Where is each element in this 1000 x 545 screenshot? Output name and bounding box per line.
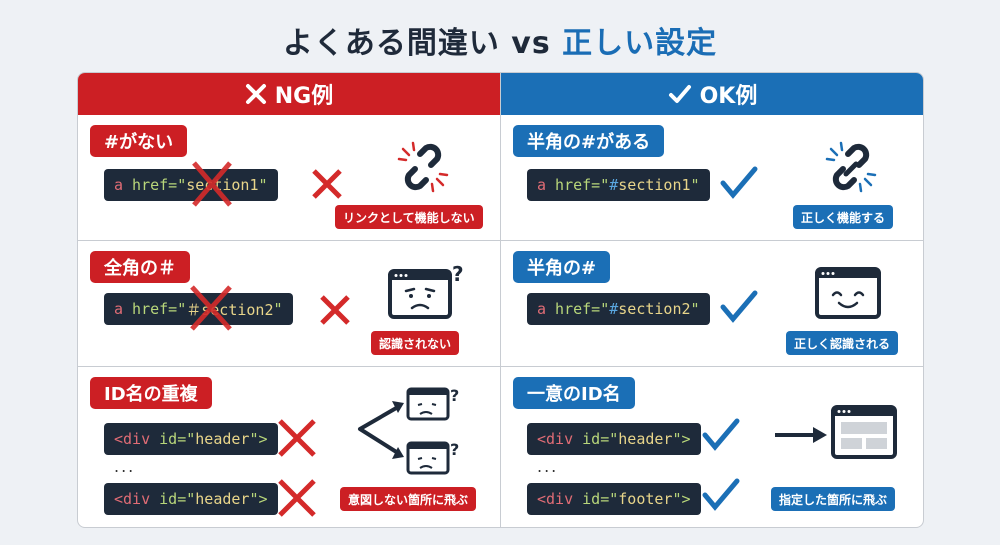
ng-row-duplicate-id: ID名の重複 <div id="header"> ... <div id="he…: [78, 366, 501, 527]
arrow-to-page-icon: [775, 405, 897, 459]
result-badge: 認識されない: [371, 331, 460, 355]
broken-link-icon: [397, 141, 449, 193]
result-badge: リンクとして機能しない: [335, 205, 483, 229]
ok-tag: 一意のID名: [513, 377, 635, 409]
result-badge: 正しく認識される: [786, 331, 899, 355]
ok-tag: 半角の#: [513, 251, 611, 283]
code-snippet: <div id="header">: [527, 423, 701, 455]
happy-window-icon: [815, 267, 881, 319]
cross-mark-icon: [278, 419, 316, 457]
ng-row-fullwidth-hash: 全角の＃ a href="＃section2" ? 認識されない: [78, 240, 501, 366]
code-snippet: <div id="header">: [104, 423, 278, 455]
link-icon: [825, 141, 877, 193]
ok-header: OK例: [501, 73, 923, 115]
ng-tag: ID名の重複: [90, 377, 212, 409]
ok-tag: 半角の#がある: [513, 125, 665, 157]
check-mark-icon: [702, 418, 740, 451]
ellipsis: ...: [537, 457, 559, 476]
cross-mark-icon: [190, 285, 232, 331]
ng-row-missing-hash: #がない a href="section1" リンクとして機能しない: [78, 115, 501, 240]
comparison-board: NG例 #がない a href="section1" リンクとして機能しない 全…: [77, 72, 924, 528]
split-arrow-confused-windows-icon: ? ?: [358, 386, 459, 475]
ng-tag: #がない: [90, 125, 188, 157]
result-badge: 指定した箇所に飛ぶ: [771, 487, 896, 511]
ellipsis: ...: [114, 457, 136, 476]
ng-header: NG例: [78, 73, 500, 115]
check-mark-icon: [720, 290, 758, 323]
ng-tag: 全角の＃: [90, 251, 190, 283]
ok-row-halfwidth-hash: 半角の#がある a href="#section1" 正しく機能する: [501, 115, 923, 240]
ok-column: OK例 半角の#がある a href="#section1" 正しく機能する 半…: [501, 73, 923, 527]
cross-mark-icon: [278, 479, 316, 517]
code-snippet: <div id="header">: [104, 483, 278, 515]
svg-text:?: ?: [452, 263, 464, 286]
cross-mark-icon: [192, 161, 232, 207]
confused-window-icon: ?: [388, 263, 464, 319]
check-mark-icon: [668, 83, 692, 105]
result-badge: 正しく機能する: [793, 205, 894, 229]
code-snippet: <div id="footer">: [527, 483, 701, 515]
svg-text:?: ?: [450, 440, 459, 459]
cross-mark-icon: [312, 169, 342, 199]
ok-row-halfwidth-hash-2: 半角の# a href="#section2" 正しく認識される: [501, 240, 923, 366]
x-mark-icon: [245, 83, 267, 105]
check-mark-icon: [720, 166, 758, 199]
code-snippet: a href="#section1": [527, 169, 710, 201]
code-snippet: a href="#section2": [527, 293, 710, 325]
result-badge: 意図しない箇所に飛ぶ: [340, 487, 477, 511]
check-mark-icon: [702, 478, 740, 511]
ng-column: NG例 #がない a href="section1" リンクとして機能しない 全…: [78, 73, 501, 527]
page-title: よくある間違い vs 正しい設定: [282, 26, 718, 61]
cross-mark-icon: [320, 295, 350, 325]
svg-text:?: ?: [450, 386, 459, 405]
ok-row-unique-id: 一意のID名 <div id="header"> ... <div id="fo…: [501, 366, 923, 527]
